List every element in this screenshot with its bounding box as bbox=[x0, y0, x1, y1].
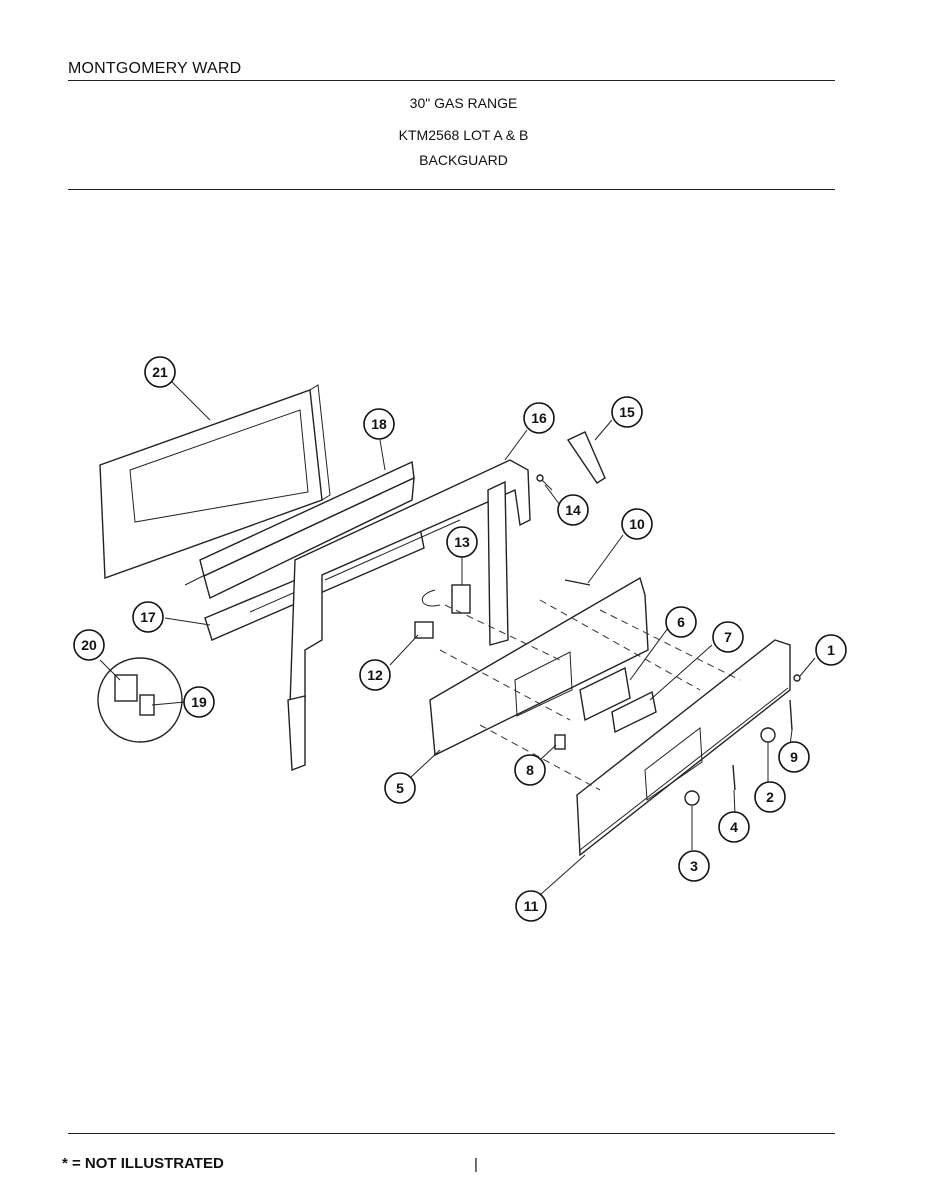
part-12-socket bbox=[414, 621, 434, 639]
part-18-trim bbox=[184, 460, 415, 599]
part-21-panel bbox=[99, 384, 331, 579]
part-8-bracket bbox=[554, 734, 566, 750]
callout-2: 2 bbox=[754, 781, 786, 813]
header-rule-top bbox=[68, 80, 835, 81]
svg-text:19: 19 bbox=[191, 694, 207, 710]
callout-11: 11 bbox=[515, 890, 547, 922]
footnote: * = NOT ILLUSTRATED bbox=[62, 1155, 224, 1172]
svg-text:13: 13 bbox=[454, 534, 470, 550]
svg-text:15: 15 bbox=[619, 404, 635, 420]
section-name: BACKGUARD bbox=[419, 152, 508, 168]
callout-8: 8 bbox=[514, 754, 546, 786]
callout-18: 18 bbox=[363, 408, 395, 440]
svg-text:6: 6 bbox=[677, 614, 685, 630]
callout-7: 7 bbox=[712, 621, 744, 653]
part-6-clock bbox=[579, 666, 631, 722]
part-10-sensor bbox=[564, 579, 591, 586]
svg-text:2: 2 bbox=[766, 789, 774, 805]
svg-text:17: 17 bbox=[140, 609, 156, 625]
brand-name: MONTGOMERY WARD bbox=[68, 60, 242, 77]
svg-text:5: 5 bbox=[396, 780, 404, 796]
part-15-clip bbox=[566, 431, 606, 484]
callout-9: 9 bbox=[778, 741, 810, 773]
svg-text:7: 7 bbox=[724, 629, 732, 645]
part-5-control-panel bbox=[429, 576, 649, 757]
svg-text:4: 4 bbox=[730, 819, 738, 835]
part-1-screw bbox=[793, 674, 801, 682]
callout-6: 6 bbox=[665, 606, 697, 638]
callout-19: 19 bbox=[183, 686, 215, 718]
part-4-clip bbox=[732, 764, 736, 791]
callout-14: 14 bbox=[557, 494, 589, 526]
part-3-knob bbox=[684, 790, 700, 806]
part-13-switch bbox=[422, 584, 471, 614]
callout-10: 10 bbox=[621, 508, 653, 540]
callout-16: 16 bbox=[523, 402, 555, 434]
svg-text:8: 8 bbox=[526, 762, 534, 778]
callout-15: 15 bbox=[611, 396, 643, 428]
callout-17: 17 bbox=[132, 601, 164, 633]
svg-text:3: 3 bbox=[690, 858, 698, 874]
part-9-screw bbox=[789, 699, 793, 731]
part-14-screw bbox=[536, 474, 553, 491]
svg-text:18: 18 bbox=[371, 416, 387, 432]
callout-13: 13 bbox=[446, 526, 478, 558]
svg-text:9: 9 bbox=[790, 749, 798, 765]
callout-21: 21 bbox=[144, 356, 176, 388]
svg-text:16: 16 bbox=[531, 410, 547, 426]
svg-text:11: 11 bbox=[524, 898, 539, 914]
callout-4: 4 bbox=[718, 811, 750, 843]
footer-rule bbox=[68, 1133, 835, 1134]
part-7-lens bbox=[611, 690, 657, 734]
part-16-frame bbox=[287, 459, 531, 771]
callout-12: 12 bbox=[359, 659, 391, 691]
svg-text:14: 14 bbox=[565, 502, 581, 518]
page-mark: | bbox=[474, 1156, 478, 1173]
header-rule-bottom bbox=[68, 189, 835, 190]
callout-1: 1 bbox=[815, 634, 847, 666]
callout-3: 3 bbox=[678, 850, 710, 882]
diagram-title: 30" GAS RANGE bbox=[409, 95, 518, 111]
part-2-knob bbox=[760, 727, 776, 743]
svg-text:21: 21 bbox=[152, 364, 168, 380]
model-number: KTM2568 LOT A & B bbox=[398, 127, 529, 143]
svg-text:12: 12 bbox=[367, 667, 383, 683]
svg-text:10: 10 bbox=[629, 516, 645, 532]
callout-20: 20 bbox=[73, 629, 105, 661]
part-11-front-panel bbox=[576, 639, 791, 857]
callout-5: 5 bbox=[384, 772, 416, 804]
svg-text:20: 20 bbox=[81, 637, 97, 653]
svg-text:1: 1 bbox=[827, 642, 835, 658]
